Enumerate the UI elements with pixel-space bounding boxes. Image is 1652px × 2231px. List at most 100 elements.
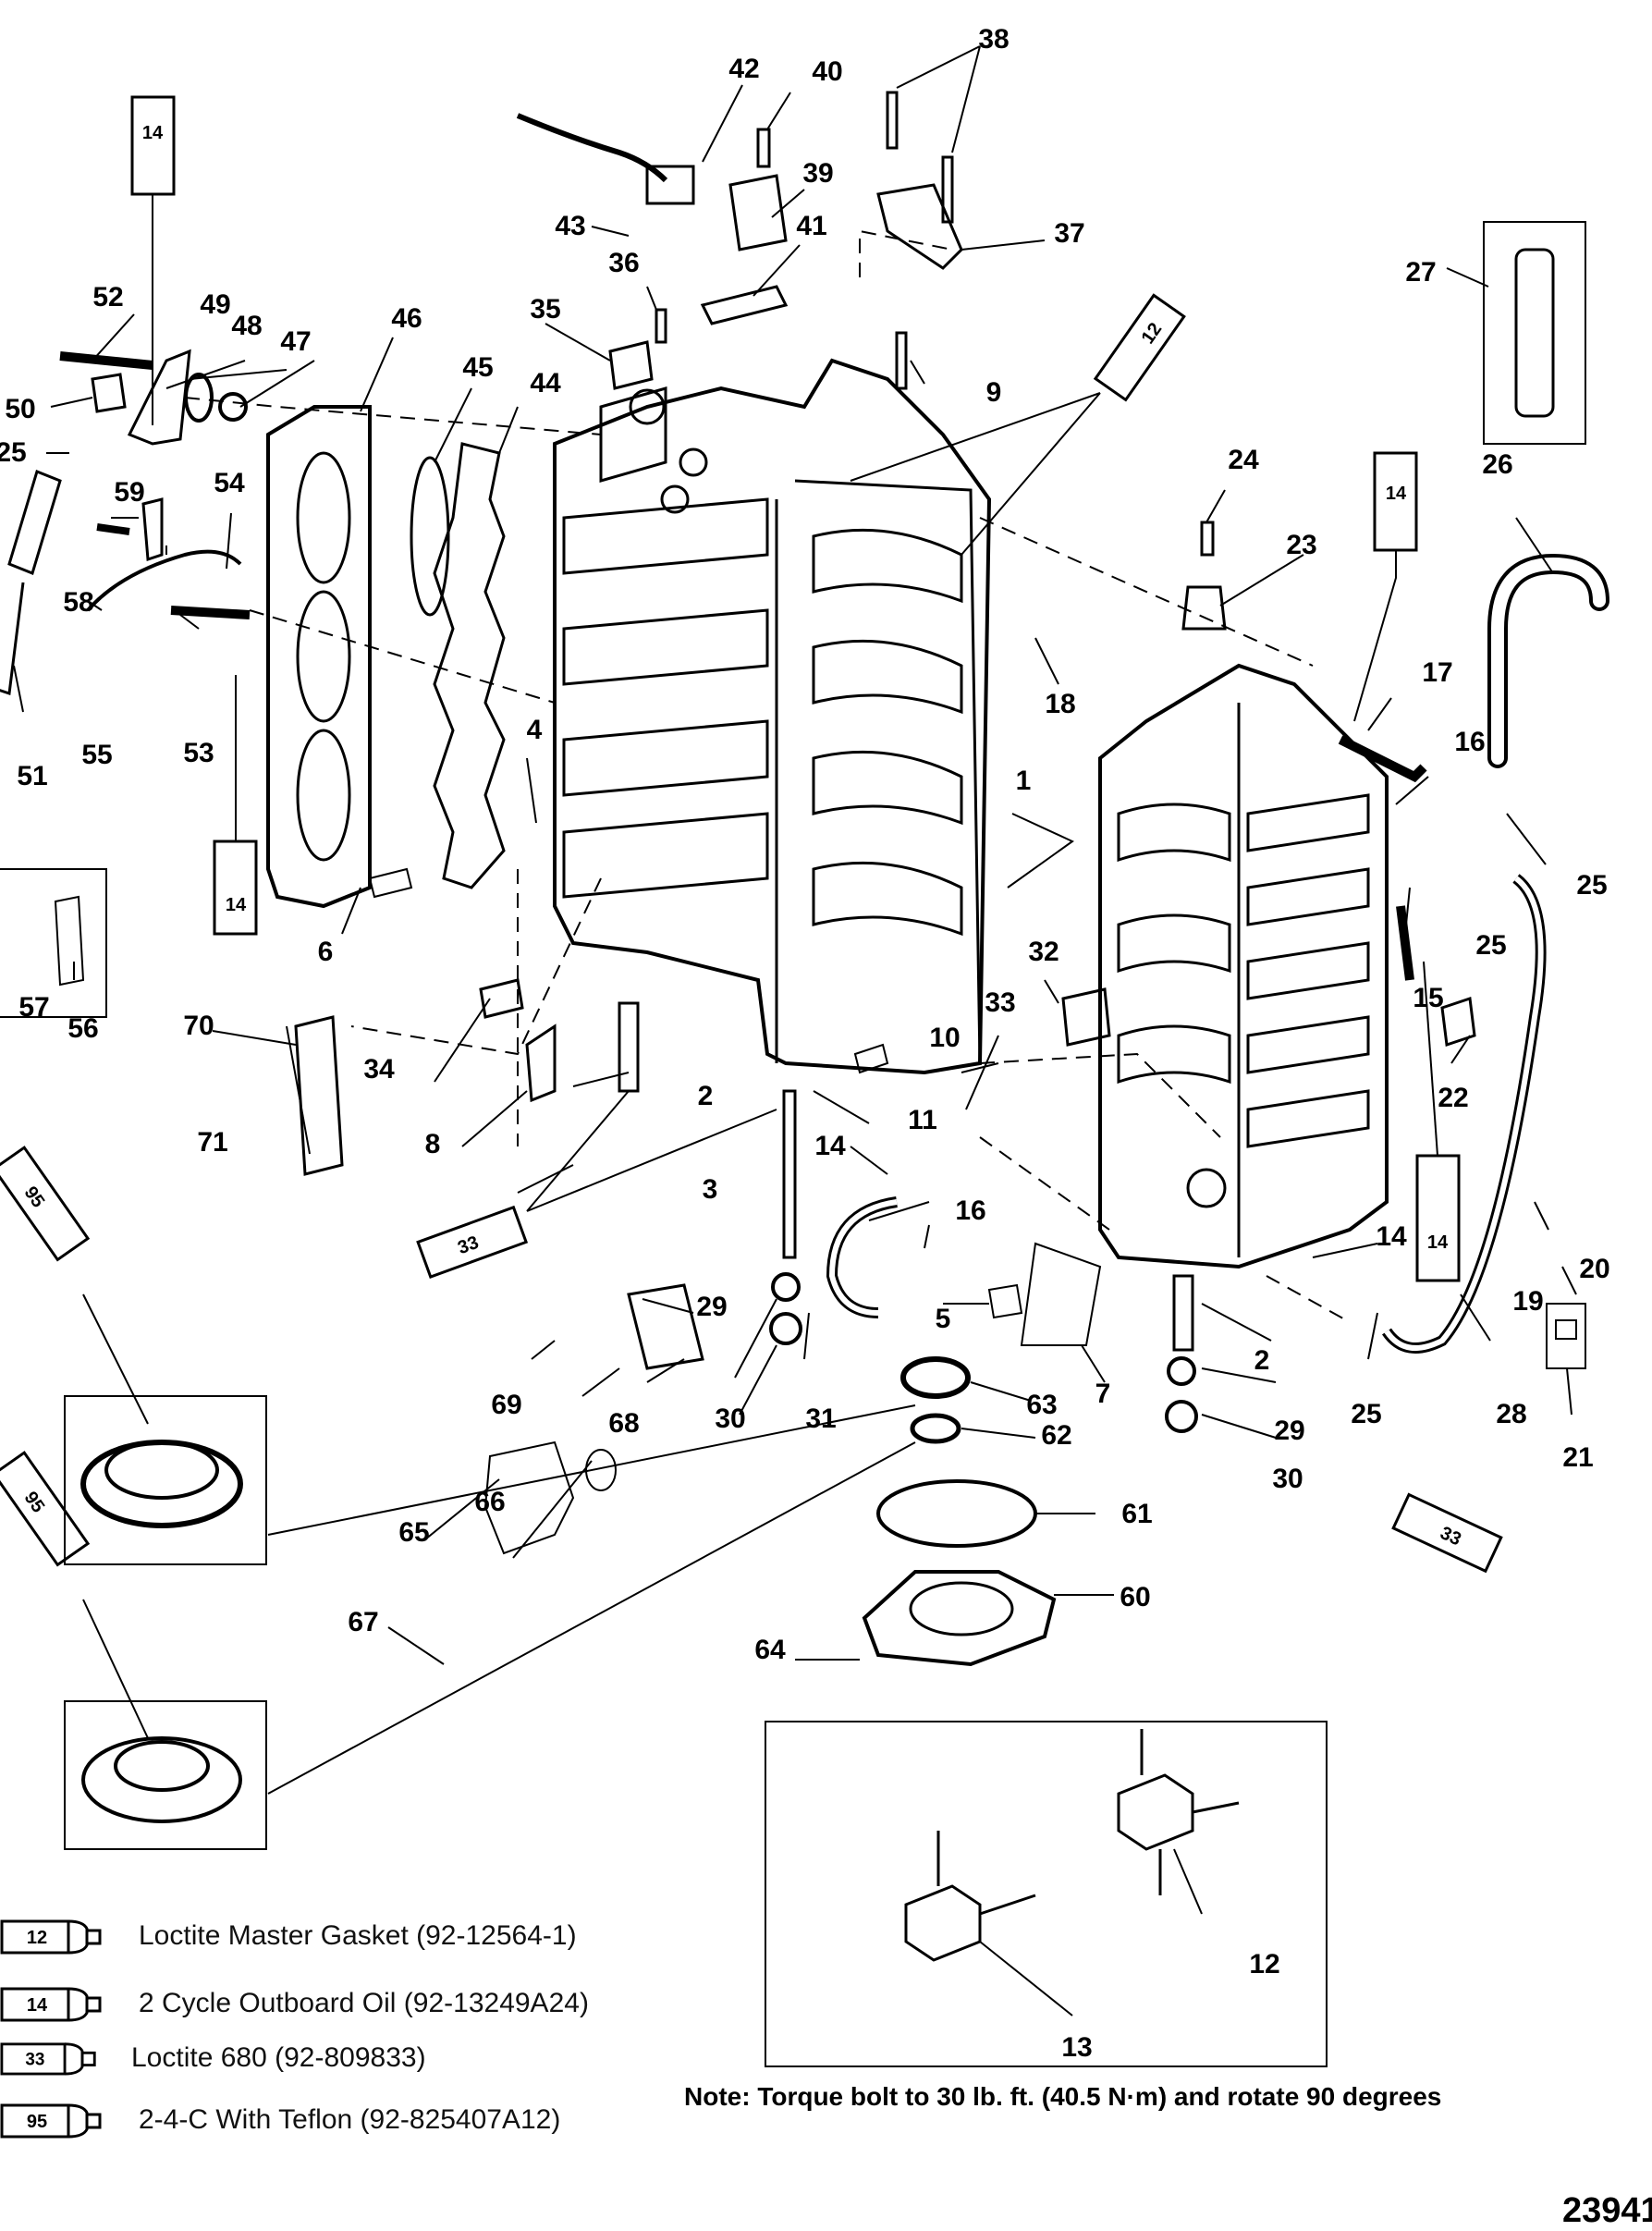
callout-51: 51 bbox=[17, 761, 48, 791]
callout-15: 15 bbox=[1413, 983, 1444, 1013]
legend-text: 2 Cycle Outboard Oil (92-13249A24) bbox=[139, 1988, 589, 2018]
callout-40: 40 bbox=[812, 56, 843, 87]
sensor-42 bbox=[645, 165, 695, 205]
callout-58: 58 bbox=[63, 587, 94, 618]
callout-3: 3 bbox=[702, 1174, 718, 1205]
svg-text:14: 14 bbox=[226, 895, 247, 915]
svg-text:14: 14 bbox=[142, 123, 164, 143]
tube-33-right: 33 bbox=[1391, 1492, 1503, 1574]
callout-24: 24 bbox=[1228, 445, 1259, 475]
callout-16: 16 bbox=[955, 1195, 986, 1226]
screw-53 bbox=[170, 606, 251, 619]
svg-text:33: 33 bbox=[25, 2051, 44, 2070]
callout-41: 41 bbox=[796, 211, 827, 241]
callout-25: 25 bbox=[1576, 870, 1608, 901]
callout-14: 14 bbox=[814, 1131, 846, 1161]
o-ring-66 bbox=[585, 1449, 617, 1491]
seal-inset-upper bbox=[64, 1395, 267, 1565]
svg-text:95: 95 bbox=[19, 1488, 48, 1516]
fitting-22 bbox=[1440, 996, 1476, 1048]
sender-23 bbox=[1181, 585, 1227, 631]
callout-33: 33 bbox=[985, 987, 1016, 1018]
callout-42: 42 bbox=[728, 54, 760, 84]
tube-14-top: 14 bbox=[130, 95, 176, 425]
clip-35 bbox=[608, 340, 654, 390]
callout-66: 66 bbox=[474, 1487, 506, 1517]
callout-13: 13 bbox=[1061, 2032, 1093, 2063]
hose-26 bbox=[1487, 553, 1609, 768]
legend-item-14: 14 2 Cycle Outboard Oil (92-13249A24) bbox=[0, 1978, 589, 2029]
end-cap-60 bbox=[862, 1570, 1057, 1667]
callout-54: 54 bbox=[214, 468, 245, 498]
callout-56: 56 bbox=[67, 1013, 99, 1044]
callout-67: 67 bbox=[348, 1607, 379, 1637]
screw-36 bbox=[655, 308, 667, 344]
hose-31-inner bbox=[828, 1199, 898, 1316]
compound-tube-icon: 12 bbox=[0, 1919, 102, 1955]
callout-57: 57 bbox=[18, 992, 50, 1023]
callout-1: 1 bbox=[1015, 766, 1032, 796]
svg-text:14: 14 bbox=[1427, 1232, 1449, 1253]
callout-48: 48 bbox=[231, 311, 263, 341]
callout-64: 64 bbox=[754, 1635, 786, 1665]
nut-30a bbox=[769, 1312, 802, 1345]
head-gasket bbox=[433, 442, 506, 889]
callout-45: 45 bbox=[462, 352, 494, 383]
stud-2a bbox=[618, 1001, 640, 1093]
crankcase-cover bbox=[1098, 663, 1389, 1269]
cylinder-head bbox=[266, 405, 372, 909]
part-27-tube bbox=[1514, 248, 1555, 418]
callout-10: 10 bbox=[929, 1023, 961, 1053]
callout-70: 70 bbox=[183, 1011, 214, 1041]
elbow-fitting-13 bbox=[904, 1831, 1036, 1962]
callout-62: 62 bbox=[1041, 1420, 1072, 1451]
callout-31: 31 bbox=[805, 1404, 837, 1434]
tube-12: 12 bbox=[1093, 293, 1186, 402]
callout-49: 49 bbox=[200, 289, 231, 320]
compound-tube-icon: 33 bbox=[0, 2042, 96, 2076]
bolt-17 bbox=[1338, 735, 1427, 783]
svg-text:14: 14 bbox=[1386, 484, 1407, 504]
callout-28: 28 bbox=[1496, 1399, 1527, 1429]
washer-29a bbox=[771, 1272, 801, 1302]
fittings-inset bbox=[765, 1721, 1328, 2067]
callout-46: 46 bbox=[391, 303, 422, 334]
tee-fitting-12 bbox=[1117, 1729, 1240, 1895]
sensor-cable-42 bbox=[516, 113, 668, 183]
wire-55 bbox=[86, 549, 242, 612]
callout-35: 35 bbox=[530, 294, 561, 325]
part-56-57-box bbox=[0, 868, 107, 1018]
hose-26-inner bbox=[1491, 557, 1606, 765]
cylinder-block bbox=[553, 358, 992, 1075]
screw-9 bbox=[895, 331, 908, 390]
fitting-8 bbox=[525, 1024, 557, 1103]
callout-71: 71 bbox=[197, 1127, 228, 1158]
svg-text:95: 95 bbox=[19, 1183, 48, 1211]
bracket-56 bbox=[54, 895, 85, 987]
fitting-32 bbox=[1061, 987, 1111, 1047]
legend-item-95: 95 2-4-C With Teflon (92-825407A12) bbox=[0, 2094, 560, 2146]
legend-item-33: 33 Loctite 680 (92-809833) bbox=[0, 2032, 426, 2084]
callout-11: 11 bbox=[908, 1105, 937, 1135]
callout-60: 60 bbox=[1120, 1582, 1151, 1612]
callout-36: 36 bbox=[608, 248, 640, 278]
callout-16: 16 bbox=[1454, 727, 1486, 757]
callout-39: 39 bbox=[802, 158, 834, 189]
callout-21: 21 bbox=[1562, 1442, 1594, 1473]
bracket-41 bbox=[700, 285, 789, 325]
callout-27: 27 bbox=[1405, 257, 1437, 288]
callout-34: 34 bbox=[363, 1054, 395, 1085]
screw-40 bbox=[756, 128, 771, 168]
callout-44: 44 bbox=[530, 368, 561, 398]
hose-51 bbox=[0, 469, 62, 696]
washer-29b bbox=[1167, 1356, 1196, 1386]
o-ring-61 bbox=[876, 1479, 1037, 1548]
bracket-58 bbox=[141, 497, 164, 562]
callout-25: 25 bbox=[0, 437, 27, 468]
callout-59: 59 bbox=[114, 477, 145, 508]
callout-65: 65 bbox=[398, 1517, 430, 1548]
callout-20: 20 bbox=[1579, 1254, 1610, 1284]
callout-55: 55 bbox=[81, 740, 113, 770]
pin-10 bbox=[853, 1043, 889, 1074]
callout-63: 63 bbox=[1026, 1390, 1058, 1420]
